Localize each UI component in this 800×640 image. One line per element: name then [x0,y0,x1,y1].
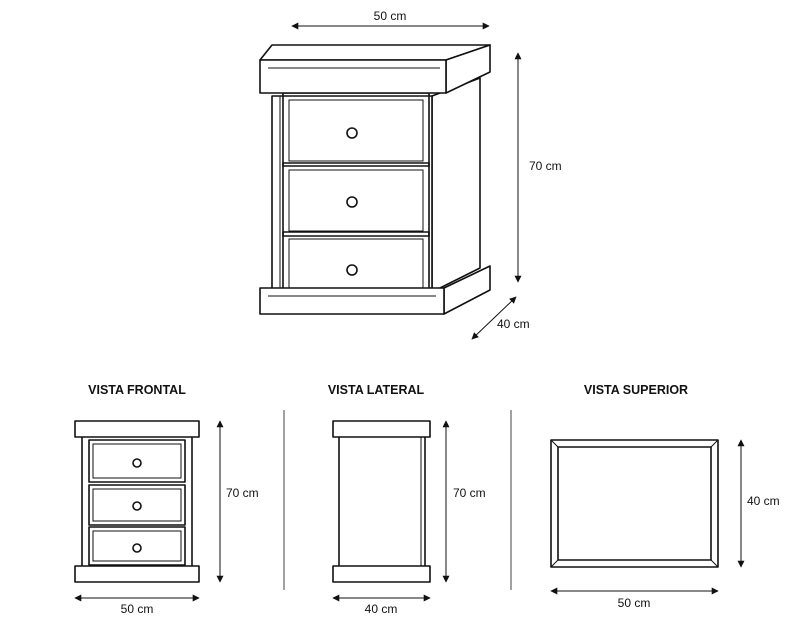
side-top [332,420,431,438]
front-view-title: VISTA FRONTAL [88,383,186,397]
iso-top-front [259,59,447,94]
front-top [74,420,200,438]
front-height-label: 70 cm [226,486,259,500]
side-depth-label: 40 cm [365,602,398,616]
side-height-label: 70 cm [453,486,486,500]
knob-icon [346,196,358,208]
knob-icon [346,264,358,276]
front-plinth [74,565,200,583]
side-view-title: VISTA LATERAL [328,383,425,397]
knob-icon [346,127,358,139]
front-width-label: 50 cm [121,602,154,616]
iso-depth-arrow [471,296,517,340]
iso-depth-label: 40 cm [497,317,530,331]
front-view: VISTA FRONTAL 70 cm 50 cm [74,383,259,616]
iso-body-side [431,77,481,293]
top-depth-label: 40 cm [747,494,780,508]
top-outer [550,439,719,568]
front-drawer-middle [88,484,186,526]
side-plinth [332,565,431,583]
side-body [338,435,426,569]
iso-height-label: 70 cm [529,159,562,173]
knob-icon [132,458,142,468]
top-width-label: 50 cm [618,596,651,610]
knob-icon [132,501,142,511]
side-view: VISTA LATERAL 70 cm 40 cm [328,383,486,616]
iso-body-front [271,95,433,297]
front-drawer-top [88,439,186,483]
iso-drawer-middle [282,162,430,237]
iso-width-label: 50 cm [374,9,407,23]
iso-plinth-front [259,287,445,315]
front-drawer-bottom [88,526,186,566]
knob-icon [132,543,142,553]
isometric-view: 50 cm 70 cm 40 cm [259,9,562,340]
top-view: VISTA SUPERIOR 40 cm 50 cm [550,383,780,610]
top-inner [557,446,712,561]
top-view-title: VISTA SUPERIOR [584,383,688,397]
